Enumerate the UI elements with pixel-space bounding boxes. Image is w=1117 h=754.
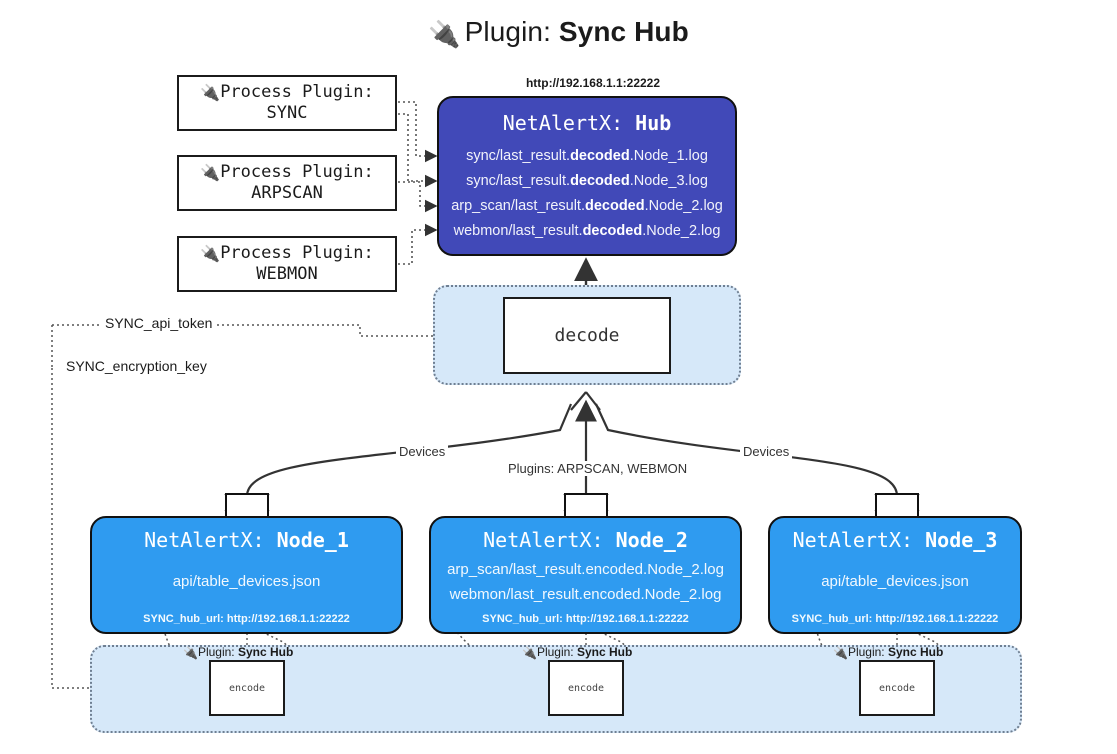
sync-api-token-label: SYNC_api_token: [101, 315, 217, 331]
edge-label-devices-right: Devices: [740, 444, 793, 459]
node-1[interactable]: NetAlertX: Node_1 api/table_devices.json…: [90, 516, 403, 634]
process-plugin-sync-line2: SYNC: [266, 103, 308, 123]
plug-icon: 🔌: [200, 243, 221, 263]
node-2-lines: arp_scan/last_result.encoded.Node_2.log …: [431, 552, 740, 613]
node-1-title: NetAlertX: Node_1: [144, 528, 349, 552]
hub-log-line: arp_scan/last_result.decoded.Node_2.log: [451, 197, 723, 214]
node-2-title: NetAlertX: Node_2: [483, 528, 688, 552]
page-title: 🔌Plugin: Sync Hub: [0, 16, 1117, 50]
node-3-footer: SYNC_hub_url: http://192.168.1.1:22222: [791, 613, 999, 625]
plug-icon: 🔌: [833, 646, 848, 660]
node-1-lines: api/table_devices.json: [92, 552, 401, 613]
process-plugin-webmon-line1: 🔌Process Plugin:: [200, 242, 374, 263]
hub-title-prefix: NetAlertX:: [502, 111, 624, 135]
plug-icon: 🔌: [200, 162, 221, 182]
process-plugin-sync[interactable]: 🔌Process Plugin: SYNC: [177, 75, 397, 131]
hub-node[interactable]: NetAlertX: Hub sync/last_result.decoded.…: [437, 96, 737, 256]
node-3-lines: api/table_devices.json: [770, 552, 1020, 613]
hub-log-line: webmon/last_result.decoded.Node_2.log: [453, 222, 721, 239]
process-plugin-webmon[interactable]: 🔌Process Plugin: WEBMON: [177, 236, 397, 292]
process-plugin-arpscan[interactable]: 🔌Process Plugin: ARPSCAN: [177, 155, 397, 211]
node-2-footer: SYNC_hub_url: http://192.168.1.1:22222: [482, 613, 689, 625]
decode-box[interactable]: decode: [503, 297, 671, 374]
node-2[interactable]: NetAlertX: Node_2 arp_scan/last_result.e…: [429, 516, 742, 634]
page-title-prefix: Plugin:: [464, 16, 551, 47]
encode-box-3[interactable]: encode: [859, 660, 935, 716]
encode-1-caption: 🔌Plugin: Sync Hub: [183, 645, 294, 660]
encode-box-2[interactable]: encode: [548, 660, 624, 716]
plug-icon: 🔌: [522, 646, 537, 660]
sync-encryption-key-label: SYNC_encryption_key: [62, 358, 211, 374]
node-line: webmon/last_result.encoded.Node_2.log: [449, 585, 722, 603]
node-1-footer: SYNC_hub_url: http://192.168.1.1:22222: [143, 613, 350, 625]
node-line: api/table_devices.json: [172, 573, 321, 591]
plug-icon: 🔌: [183, 646, 198, 660]
plug-icon: 🔌: [200, 82, 221, 102]
node-3-title: NetAlertX: Node_3: [792, 528, 998, 552]
edge-merge-right: [585, 391, 601, 411]
hub-title-name: Hub: [635, 111, 672, 135]
hub-log-line: sync/last_result.decoded.Node_1.log: [466, 148, 708, 164]
hub-title: NetAlertX: Hub: [503, 111, 672, 135]
hub-url-label: http://192.168.1.1:22222: [525, 76, 661, 90]
encode-3-caption: 🔌Plugin: Sync Hub: [833, 645, 944, 660]
edge-arpscan-to-hub: [398, 181, 438, 213]
encode-2-caption: 🔌Plugin: Sync Hub: [522, 645, 633, 660]
process-plugin-sync-line1: 🔌Process Plugin:: [200, 81, 374, 102]
edge-label-plugins: Plugins: ARPSCAN, WEBMON: [505, 461, 691, 476]
page-title-name: Sync Hub: [558, 16, 689, 47]
edge-label-devices-left: Devices: [396, 444, 449, 459]
node-line: api/table_devices.json: [821, 573, 969, 591]
node-line: arp_scan/last_result.encoded.Node_2.log: [447, 561, 724, 579]
edge-webmon-to-hub: [398, 223, 438, 265]
process-plugin-webmon-line2: WEBMON: [256, 264, 318, 284]
process-plugin-arpscan-line1: 🔌Process Plugin:: [200, 161, 374, 182]
edge-merge-left: [570, 391, 587, 411]
node-3[interactable]: NetAlertX: Node_3 api/table_devices.json…: [768, 516, 1022, 634]
process-plugin-arpscan-line2: ARPSCAN: [251, 183, 323, 203]
plug-icon: 🔌: [428, 19, 461, 49]
encode-box-1[interactable]: encode: [209, 660, 285, 716]
edge-sync-to-hub1: [398, 101, 438, 163]
edge-sync-to-hub2: [398, 113, 438, 188]
hub-log-line: sync/last_result.decoded.Node_3.log: [466, 172, 708, 189]
